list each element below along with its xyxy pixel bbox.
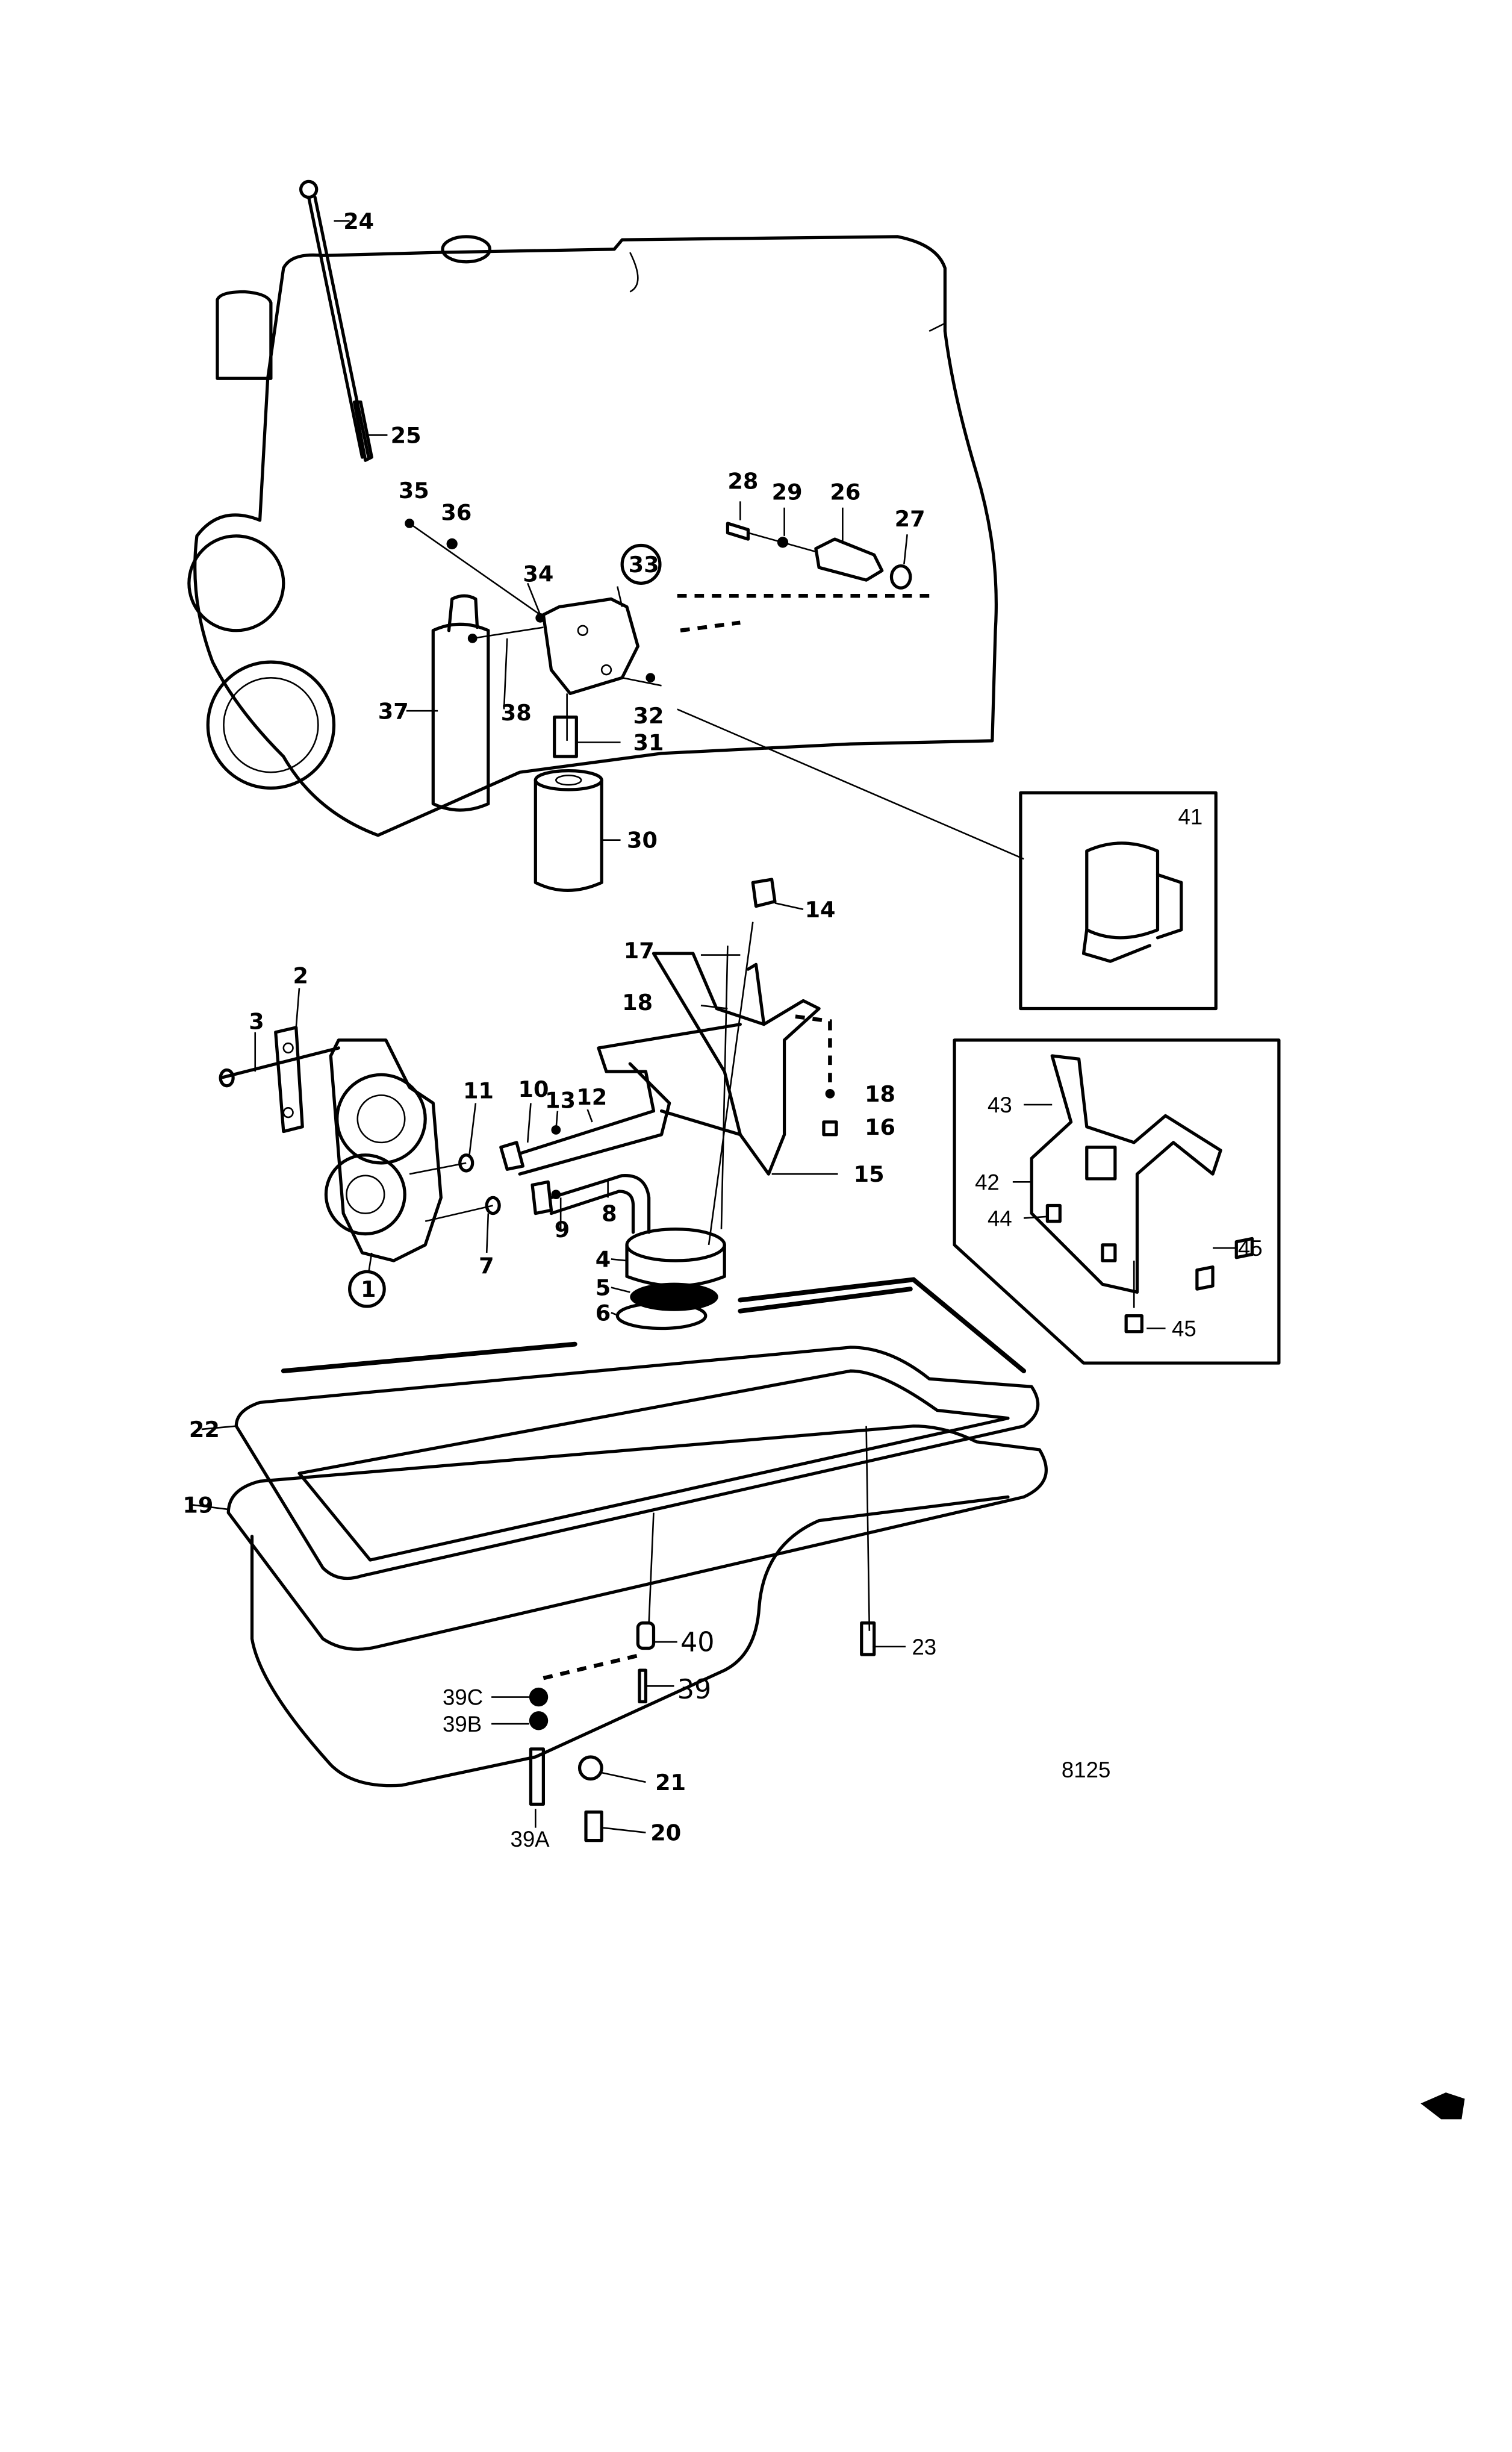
label-42: 42 (975, 1170, 1000, 1194)
bracket-15 (652, 878, 838, 1229)
dipstick (299, 179, 388, 462)
label-39: 39 (677, 1674, 712, 1705)
inset-bracket-42 (953, 1038, 1281, 1365)
label-44: 44 (988, 1206, 1012, 1231)
flange-26 (677, 501, 1024, 860)
label-17: 17 (624, 938, 655, 964)
label-34: 34 (523, 561, 553, 587)
inset-oil-filter-41 (1019, 791, 1218, 1011)
label-9: 9 (555, 1217, 570, 1243)
label-3: 3 (249, 1009, 264, 1035)
label-40: 40 (680, 1627, 715, 1658)
drawing-number: 8125 (1062, 1758, 1110, 1782)
label-45a: 45 (1238, 1236, 1263, 1261)
label-38: 38 (501, 700, 532, 726)
label-39b: 39B (443, 1712, 482, 1736)
label-35: 35 (399, 478, 429, 504)
label-10: 10 (518, 1076, 549, 1102)
label-8: 8 (602, 1201, 617, 1227)
label-39a: 39A (510, 1827, 550, 1851)
label-41: 41 (1178, 805, 1202, 829)
filter-37 (406, 594, 490, 812)
label-14: 14 (805, 897, 836, 923)
oil-pump (219, 988, 742, 1274)
label-27: 27 (895, 506, 926, 532)
scan-blot (1420, 2092, 1465, 2120)
label-13: 13 (545, 1087, 576, 1113)
part-labels: 24 25 35 36 34 33 38 37 32 31 30 28 29 2… (182, 208, 1262, 1851)
label-32: 32 (633, 703, 664, 729)
label-30: 30 (627, 828, 658, 853)
label-18a: 18 (622, 990, 653, 1015)
label-1: 1 (361, 1276, 376, 1302)
label-37: 37 (378, 698, 409, 724)
label-6: 6 (596, 1300, 611, 1326)
label-31: 31 (633, 730, 664, 756)
label-2: 2 (293, 963, 308, 989)
label-26: 26 (830, 479, 860, 505)
label-16: 16 (865, 1114, 895, 1140)
label-20: 20 (650, 1820, 681, 1846)
label-4: 4 (596, 1247, 611, 1273)
label-5: 5 (596, 1275, 611, 1301)
label-43: 43 (988, 1093, 1012, 1117)
label-12: 12 (576, 1084, 607, 1110)
label-29: 29 (772, 479, 803, 505)
label-7: 7 (479, 1253, 494, 1279)
label-11: 11 (463, 1078, 494, 1104)
label-33: 33 (629, 552, 659, 578)
label-45b: 45 (1172, 1317, 1196, 1341)
engine-block (187, 235, 998, 837)
label-36: 36 (441, 500, 471, 526)
label-19: 19 (182, 1493, 213, 1518)
oil-pan (191, 1277, 1048, 1842)
label-24: 24 (343, 208, 374, 234)
label-23: 23 (912, 1635, 936, 1659)
label-21: 21 (655, 1770, 686, 1795)
filter-bracket-33 (405, 519, 662, 758)
label-22: 22 (189, 1417, 220, 1443)
label-18b: 18 (865, 1081, 895, 1107)
oil-filter-30 (534, 769, 621, 892)
oil-strainer (611, 922, 754, 1331)
label-25: 25 (391, 423, 422, 449)
label-39c: 39C (443, 1685, 483, 1710)
label-28: 28 (727, 468, 758, 494)
label-15: 15 (854, 1161, 885, 1187)
